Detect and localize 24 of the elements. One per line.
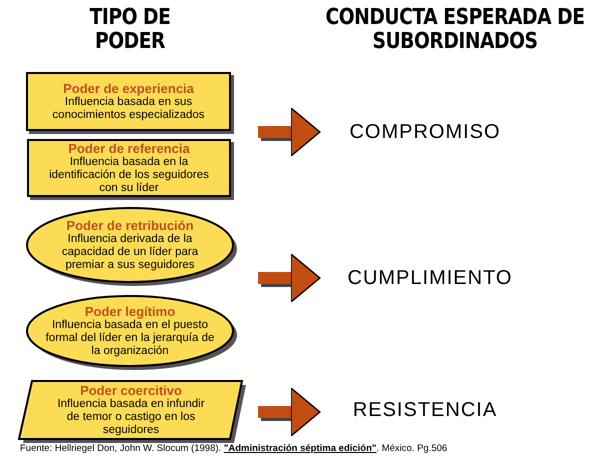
power-title: Poder de experiencia — [63, 82, 194, 96]
power-parallelogram — [18, 380, 244, 440]
power-ellipse — [24, 205, 236, 285]
power-box — [26, 72, 231, 131]
power-description: Influencia derivada de la capacidad de un líder para premiar a sus seguidores — [60, 232, 200, 272]
power-description: Influencia basada en sus conocimientos especializados — [51, 96, 206, 122]
power-title: Poder de referencia — [68, 142, 190, 156]
column-heading: CONDUCTA ESPERADA DE SUBORDINADOS — [324, 6, 586, 54]
arrow — [258, 253, 321, 303]
power-description: Influencia basada en la identificación de los seguidores con su líder — [48, 156, 210, 194]
column-heading: TIPO DE PODER — [88, 6, 172, 54]
power-title: Poder de retribución — [66, 218, 194, 232]
power-description: Influencia basada en infundir de temor o castigo en los seguidores — [56, 398, 206, 436]
arrow — [258, 387, 321, 437]
source-note: Fuente: Hellriegel Don, John W. Slocum (1998). "Administración séptima edición". México. Pg.506 — [20, 443, 448, 455]
power-ellipse — [24, 293, 236, 369]
power-title: Poder legítimo — [84, 304, 176, 318]
arrow — [258, 107, 321, 157]
power-title: Poder coercitivo — [80, 384, 182, 398]
outcome-text: RESISTENCIA — [345, 396, 505, 424]
outcome-text: COMPROMISO — [345, 118, 505, 146]
power-description: Influencia basada en el puesto formal del líder en la jerarquía de la organización — [45, 318, 215, 358]
outcome-text: CUMPLIMIENTO — [345, 264, 515, 292]
power-box — [27, 139, 231, 197]
